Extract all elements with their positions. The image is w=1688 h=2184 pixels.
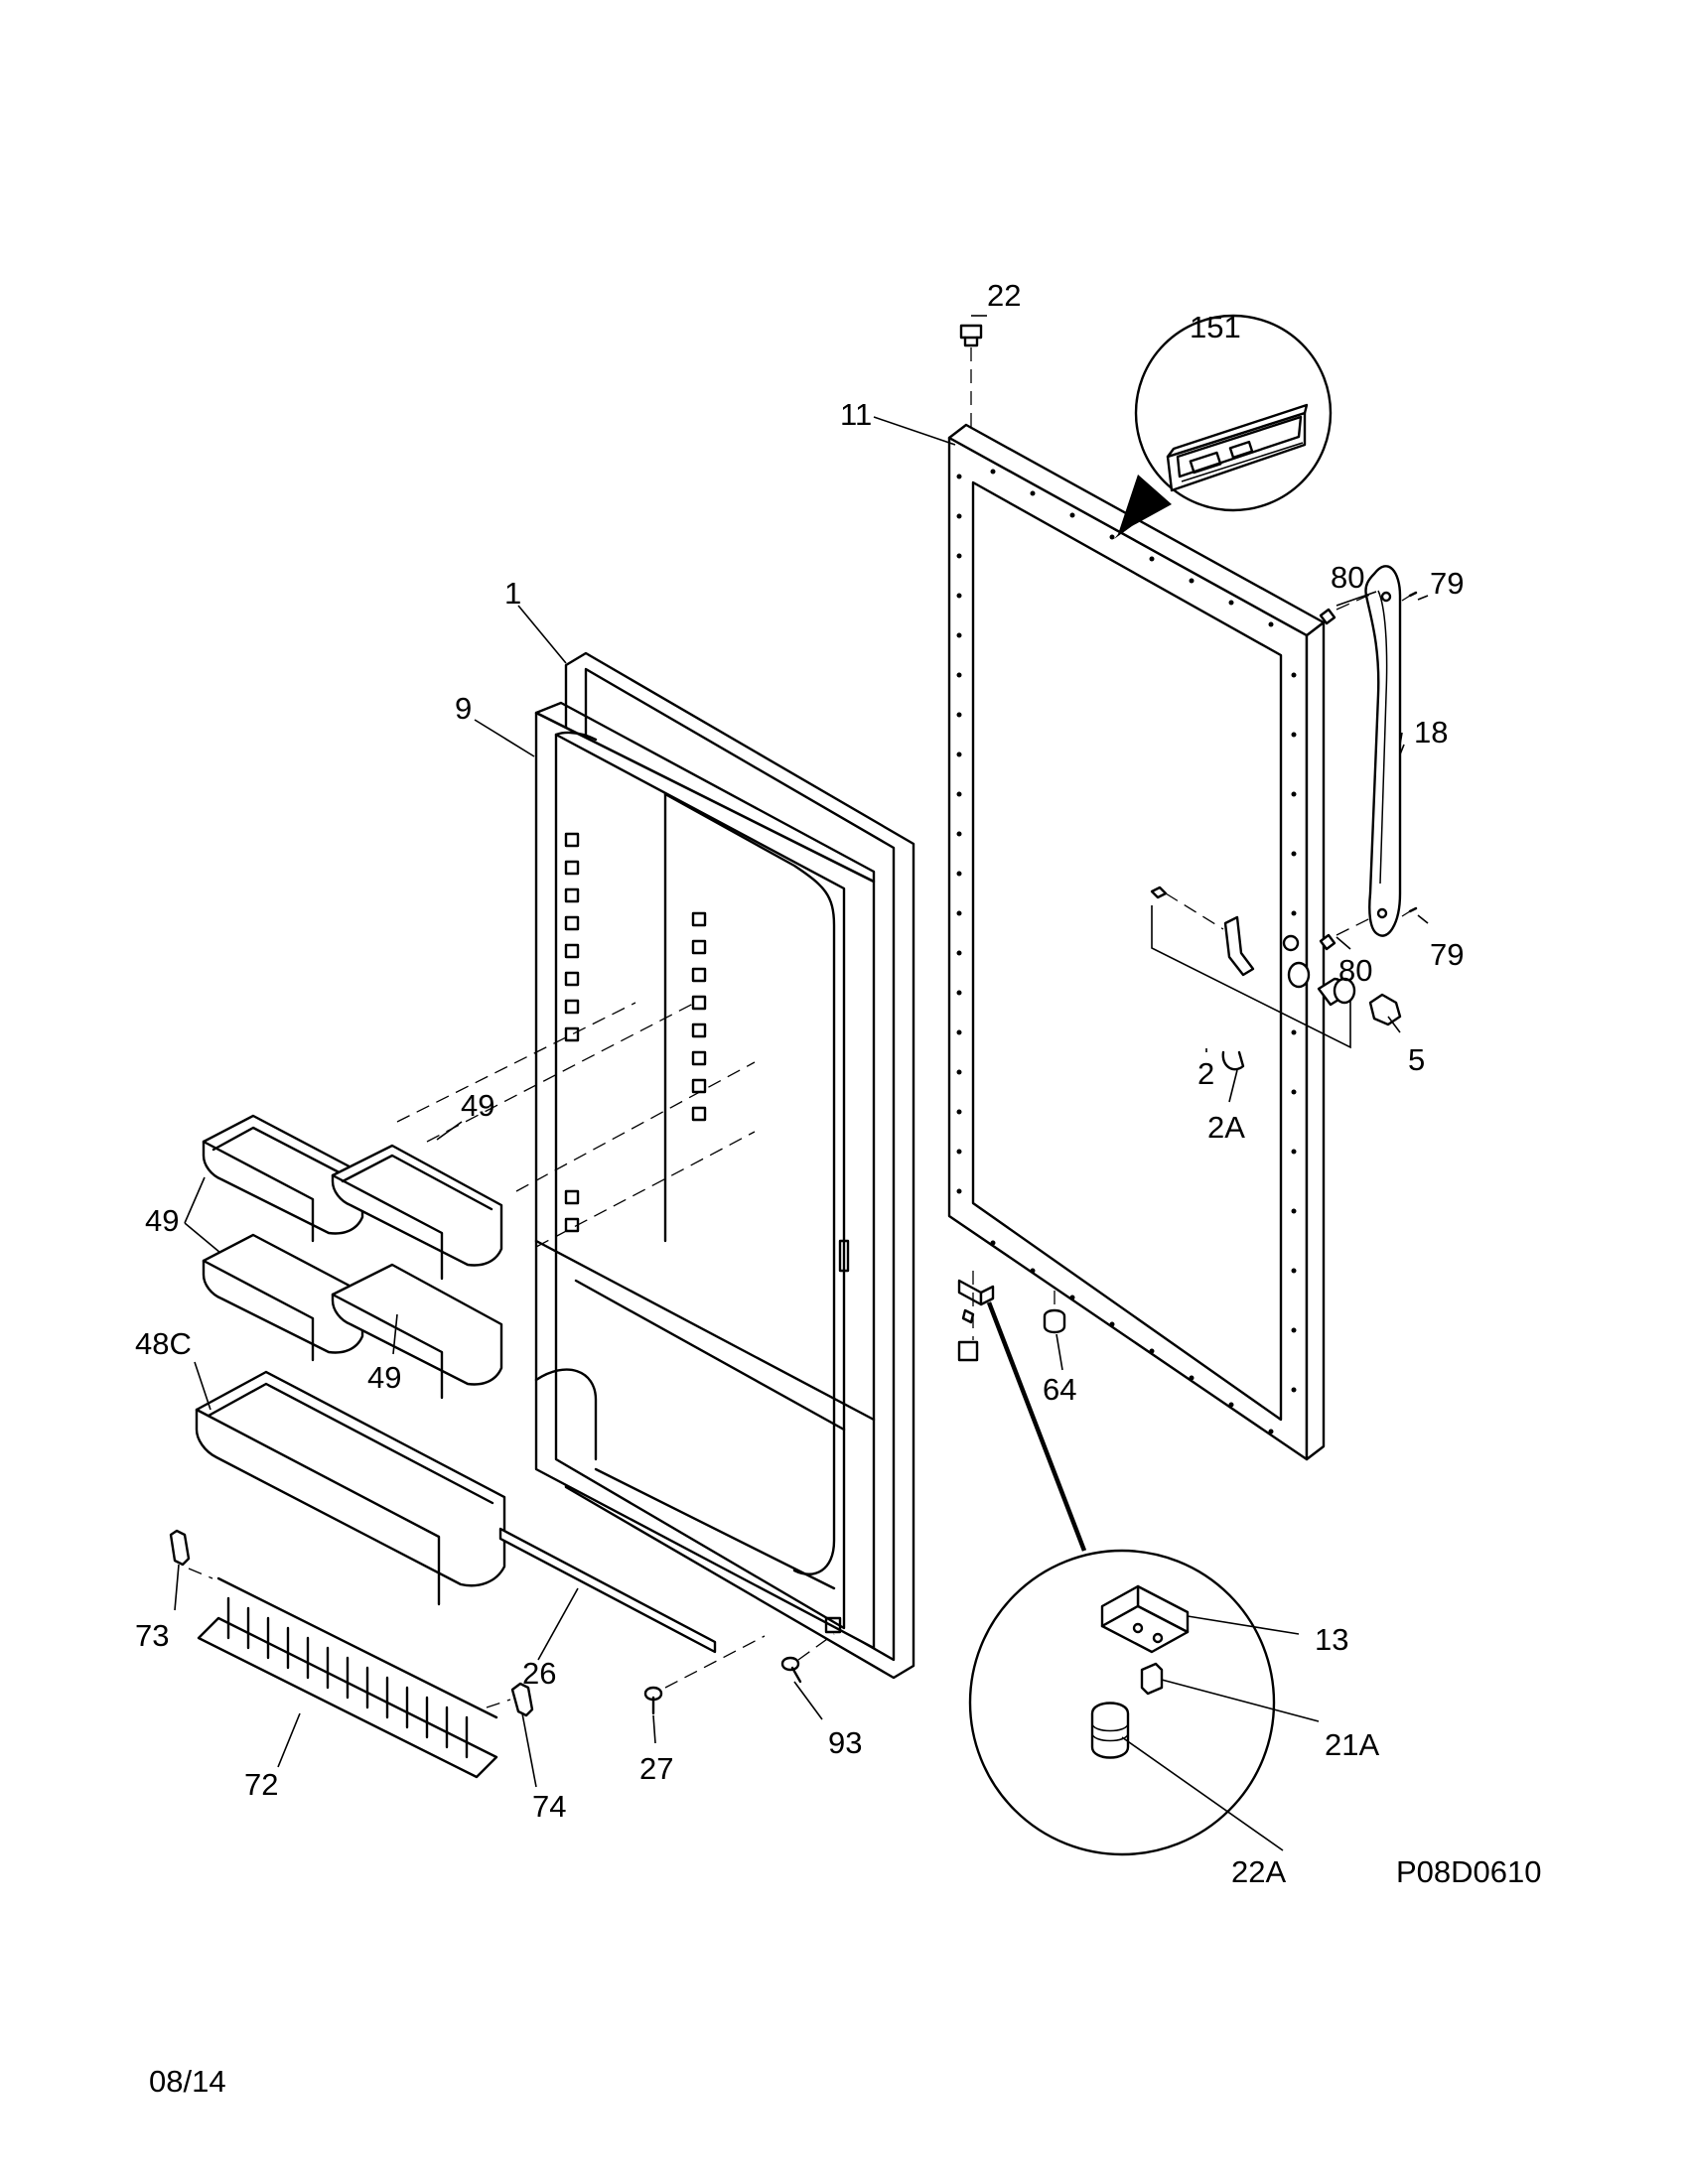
lower-hinge-parts xyxy=(957,1271,1066,1362)
label-27: 27 xyxy=(639,1751,673,1786)
inner-liner xyxy=(534,701,876,1650)
panel-holes-top xyxy=(990,469,1274,627)
door-bins xyxy=(195,1002,756,1606)
label-73: 73 xyxy=(135,1618,169,1653)
outer-door-panel xyxy=(947,423,1326,1461)
label-22a: 22A xyxy=(1231,1854,1286,1889)
label-151: 151 xyxy=(1190,310,1241,344)
rack-and-clips xyxy=(169,1527,717,1779)
label-11: 11 xyxy=(840,397,872,432)
bin-upper-left xyxy=(202,1114,364,1243)
label-79-bottom: 79 xyxy=(1430,937,1464,972)
bin-large-48c xyxy=(195,1370,506,1606)
wire-rack xyxy=(197,1576,498,1779)
lock-assembly xyxy=(1150,886,1402,1071)
label-1: 1 xyxy=(504,576,521,611)
label-21a: 21A xyxy=(1325,1727,1379,1762)
part-labels: 22 151 11 1 80 79 9 18 80 79 2 5 2A 49 4… xyxy=(135,278,1464,1889)
date-code: 08/14 xyxy=(149,2064,226,2099)
label-2a: 2A xyxy=(1207,1110,1245,1145)
label-22: 22 xyxy=(987,278,1021,313)
panel-holes-left xyxy=(956,474,962,1194)
bin-lower-right xyxy=(331,1263,503,1400)
liner-rail-pegs-left xyxy=(564,832,580,1233)
label-9: 9 xyxy=(455,691,472,726)
control-panel-inset xyxy=(1114,314,1333,539)
liner-rail-pegs-right xyxy=(691,911,707,1122)
bin-upper-right xyxy=(331,1144,503,1281)
label-79-top: 79 xyxy=(1430,566,1464,601)
screw-22 xyxy=(959,324,983,427)
label-80-top: 80 xyxy=(1331,560,1364,595)
label-49-left: 49 xyxy=(145,1203,179,1238)
label-5: 5 xyxy=(1408,1042,1425,1077)
door-handle xyxy=(1364,565,1402,937)
label-49-bottom: 49 xyxy=(367,1360,401,1395)
label-64: 64 xyxy=(1043,1372,1076,1407)
drawing-number: P08D0610 xyxy=(1396,1854,1542,1889)
label-2: 2 xyxy=(1197,1056,1214,1091)
label-72: 72 xyxy=(244,1767,278,1802)
label-26: 26 xyxy=(522,1656,556,1691)
handle-screws xyxy=(1319,591,1418,951)
label-74: 74 xyxy=(532,1789,566,1824)
label-13: 13 xyxy=(1315,1622,1348,1657)
bin-lower-left xyxy=(202,1233,364,1362)
leader-lines xyxy=(174,315,1429,1851)
panel-holes-bottom xyxy=(990,1240,1274,1434)
label-18: 18 xyxy=(1414,715,1448,750)
label-80-bottom: 80 xyxy=(1338,953,1372,988)
label-48c: 48C xyxy=(135,1326,192,1361)
hinge-detail-inset xyxy=(968,1301,1276,1856)
label-93: 93 xyxy=(828,1725,862,1760)
small-screws xyxy=(643,1633,835,1715)
label-49-top-right: 49 xyxy=(461,1088,494,1123)
